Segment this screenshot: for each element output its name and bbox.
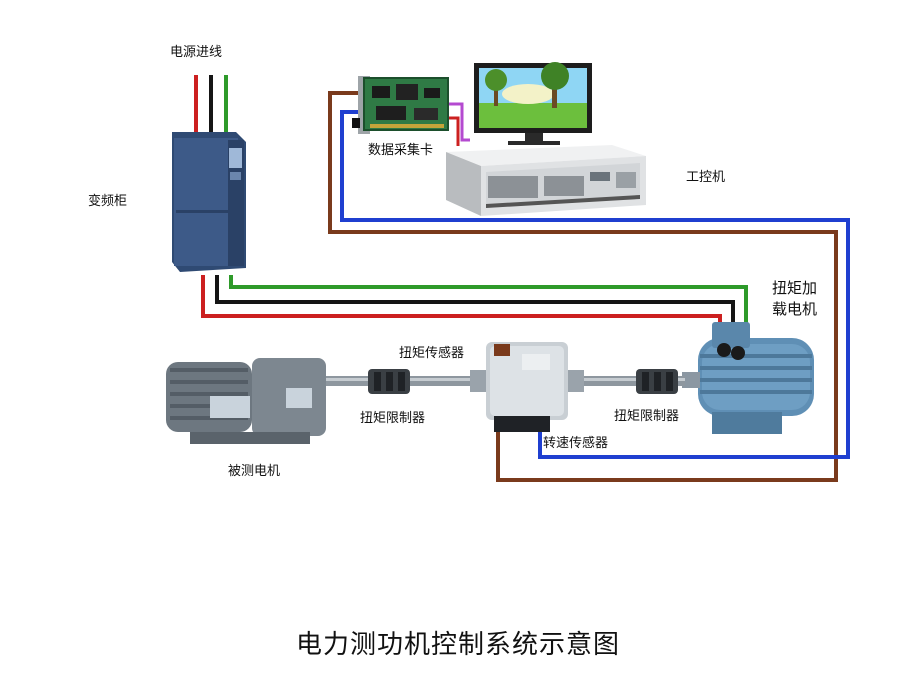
vfd-cabinet-icon [172, 132, 246, 272]
label-motor-under-test: 被测电机 [228, 464, 281, 479]
diagram-caption: 电力测功机控制系统示意图 [295, 630, 620, 660]
label-torque-limiter-right: 扭矩限制器 [614, 409, 680, 424]
daq-card-icon [352, 76, 449, 134]
label-load-motor: 扭矩加 载电机 [772, 278, 817, 320]
test-motor-icon [166, 358, 326, 444]
load-motor-icon [682, 322, 814, 434]
label-load-motor-line2: 载电机 [772, 300, 818, 318]
vfd-to-motor-wires [201, 275, 748, 348]
label-power-input: 电源进线 [170, 45, 223, 60]
blue-signal-wire [340, 110, 850, 459]
brown-signal-wire [328, 91, 838, 482]
card-pc-link-purple [447, 102, 470, 142]
coupling-icon [368, 369, 410, 394]
torque-sensor-icon [470, 342, 584, 432]
label-torque-limiter-left: 扭矩限制器 [360, 411, 426, 426]
power-input-wires [194, 75, 228, 142]
label-load-motor-line1: 扭矩加 [772, 279, 818, 297]
label-daq-card: 数据采集卡 [368, 143, 434, 158]
label-speed-sensor: 转速传感器 [543, 436, 609, 451]
label-torque-sensor: 扭矩传感器 [399, 346, 465, 361]
monitor-icon [474, 62, 592, 145]
industrial-pc-icon [446, 145, 646, 216]
label-vfd-cabinet: 变频柜 [88, 194, 128, 209]
coupling-icon [636, 369, 678, 394]
card-pc-link-red [447, 116, 460, 146]
label-industrial-pc: 工控机 [686, 170, 726, 185]
